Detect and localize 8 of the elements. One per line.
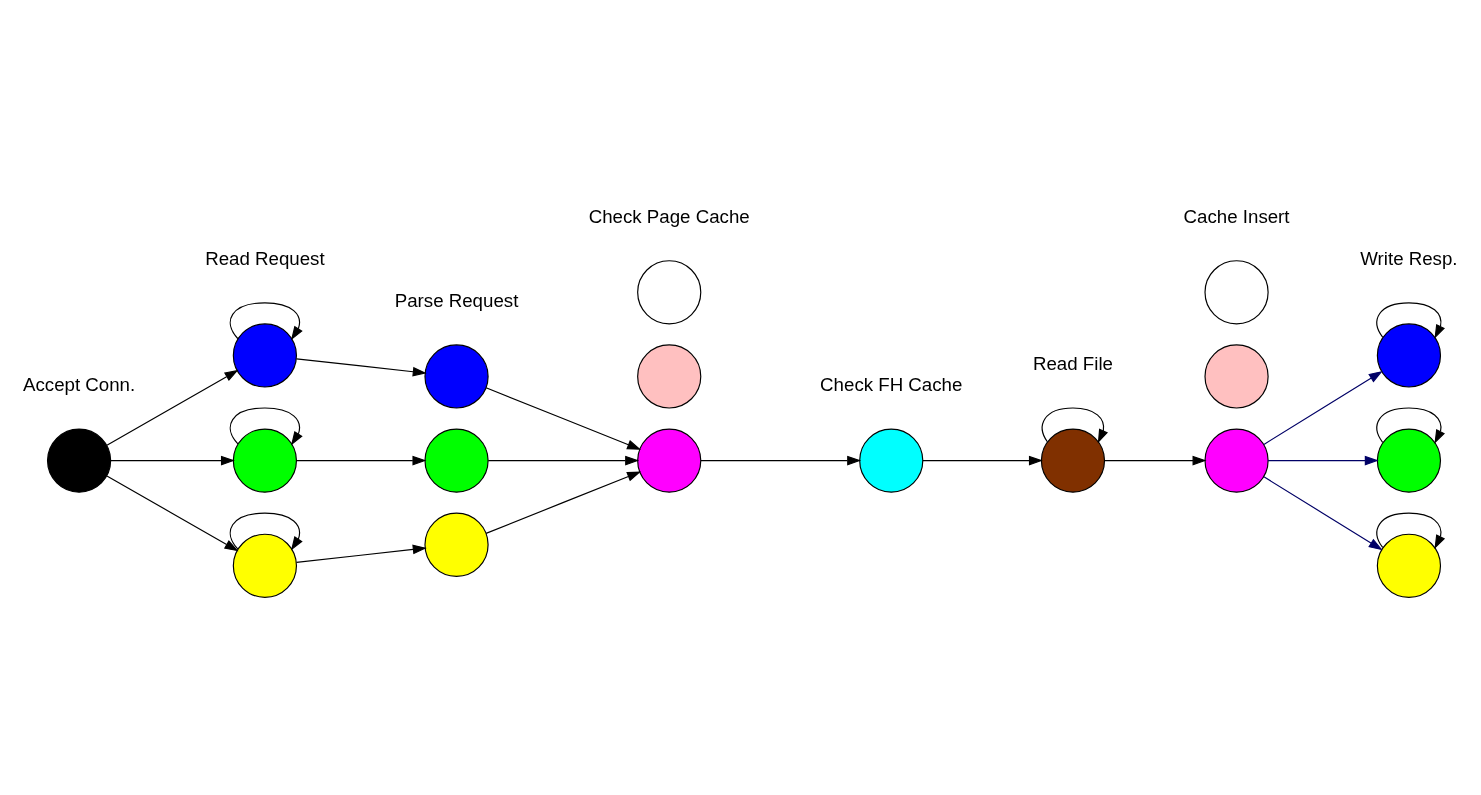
label: Parse Request	[394, 290, 519, 312]
label: Write Resp.	[1360, 248, 1458, 270]
label: Check FH Cache	[820, 374, 963, 396]
label: Check Page Cache	[588, 206, 750, 228]
label: Accept Conn.	[22, 374, 136, 396]
label: Read Request	[205, 248, 325, 270]
label: Read File	[1032, 353, 1113, 375]
label: Cache Insert	[1183, 206, 1290, 228]
